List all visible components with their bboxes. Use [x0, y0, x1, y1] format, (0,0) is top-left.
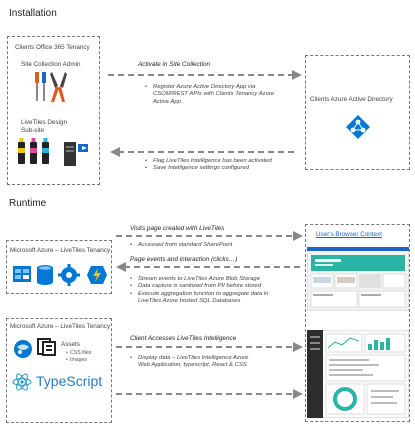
events-bullets: Stream events to LiveTiles Azure Blob St…: [130, 276, 268, 306]
register-bullets: Register Azure Active Directory App via …: [145, 84, 274, 106]
web-app-icon: [14, 340, 32, 358]
azure-services-icons: [13, 264, 107, 286]
back-bullet: Flag LiveTiles Intelligence has been act…: [145, 158, 272, 166]
react-icon: [12, 373, 32, 391]
azure-tenancy-label-2: Microsoft Azure – LiveTiles Tenancy: [10, 323, 111, 330]
events-bullet: Data capture is sanitized from PII befor…: [130, 283, 268, 291]
browser-context-box: [305, 224, 410, 422]
asset-bullet-2: •: [66, 357, 68, 363]
azure-tenancy-box-1: [6, 240, 112, 294]
azure-ad-icon: [346, 115, 370, 139]
asset-bullet-1: •: [66, 350, 68, 356]
o365-tenancy-box: [7, 36, 100, 185]
back-bullets: Flag LiveTiles Intelligence has been act…: [145, 158, 272, 173]
register-bullet-cont: Active App: [153, 98, 181, 105]
assets-icon: [37, 338, 56, 356]
visits-bullets: Accessed from standard SharePoint: [130, 242, 232, 250]
visits-bullet: Accessed from standard SharePoint: [130, 242, 232, 250]
access-bullet: Display data – LiveTiles Intelligence Az…: [130, 355, 248, 363]
server-icon: [64, 142, 88, 166]
access-bullet-cont: Web Application, typescript, React & CSS: [138, 362, 247, 369]
client-access-label: Client Accesses LiveTiles Intelligence: [130, 335, 237, 342]
back-bullet: Save Intelligence settings configured: [145, 165, 272, 173]
browser-context-label: User's Browser Context: [316, 231, 382, 238]
activate-label: Activate in Site Collection: [138, 61, 211, 68]
design-subsite-label-2: Sub-site: [21, 127, 45, 134]
typescript-label: TypeScript: [36, 373, 103, 389]
azure-ad-box: [305, 55, 410, 170]
paint-bottles-icon: [18, 138, 49, 164]
azure-tenancy-label-1: Microsoft Azure – LiveTiles Tenancy: [10, 247, 111, 254]
register-bullet-cont: CSOM/REST APIs with Clients Tenancy Azur…: [153, 91, 275, 98]
register-bullet: Register Azure Active Directory App via: [145, 84, 274, 92]
intelligence-dashboard-screenshot: [307, 330, 409, 418]
events-bullet: Execute aggregation function to aggregat…: [130, 291, 268, 299]
assets-label: Assets: [61, 341, 80, 348]
site-admin-label: Site Collection Admin: [21, 61, 81, 68]
azure-tenancy-box-2: [6, 318, 112, 423]
livetiles-page-screenshot: [307, 247, 409, 311]
asset-images: Images: [70, 357, 88, 363]
visits-label: Visits page created with LiveTiles: [130, 225, 225, 232]
runtime-title: Runtime: [9, 198, 47, 209]
installation-title: Installation: [9, 8, 57, 19]
design-subsite-label-1: LiveTiles Design: [21, 119, 67, 126]
tools-icon: [35, 72, 67, 102]
o365-tenancy-label: Clients Office 365 Tenancy: [15, 44, 90, 51]
installation-arrows: [108, 70, 302, 157]
events-bullet: Stream events to LiveTiles Azure Blob St…: [130, 276, 268, 284]
events-bullet-cont: LiveTiles Azure hosted SQL Databases: [138, 298, 241, 305]
page-events-label: Page events and interaction (clicks…): [130, 256, 238, 263]
azure-ad-label: Clients Azure Active Directory: [310, 96, 393, 103]
asset-css: CSS files: [70, 350, 92, 356]
access-bullets: Display data – LiveTiles Intelligence Az…: [130, 355, 248, 370]
